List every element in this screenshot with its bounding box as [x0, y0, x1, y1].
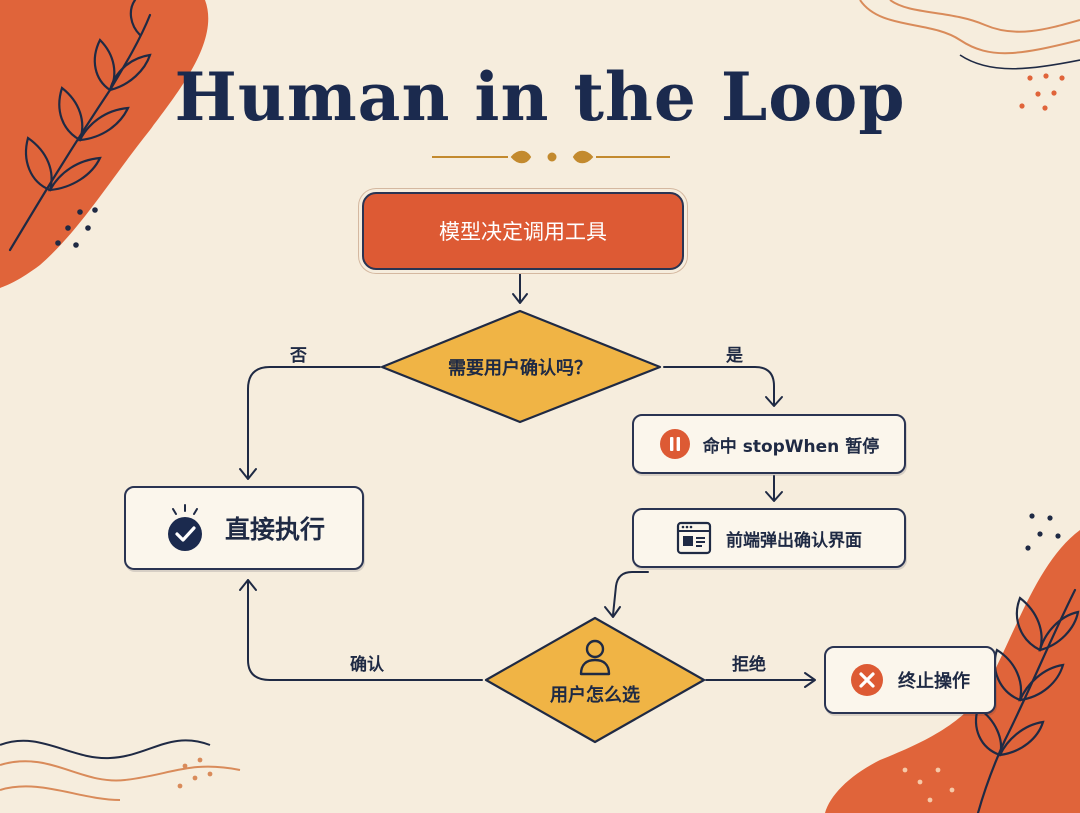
edge-ui-to-choice [612, 571, 649, 616]
edge-label-reject: 拒绝 [732, 655, 766, 675]
user-choice-label: 用户怎么选 [550, 685, 640, 706]
bottom-right-dots-light [902, 767, 955, 803]
start-node-label: 模型决定调用工具 [439, 220, 607, 244]
top-left-blob [0, 0, 209, 288]
abort-label: 终止操作 [898, 671, 970, 692]
edge-no [247, 366, 381, 479]
frontend-confirm-label: 前端弹出确认界面 [726, 530, 862, 551]
start-node: 模型决定调用工具 [362, 192, 684, 270]
pause-icon [659, 428, 691, 460]
bottom-right-dots [1025, 513, 1061, 551]
user-icon [577, 637, 613, 677]
edge-label-confirm: 确认 [350, 655, 384, 675]
window-icon [676, 521, 712, 555]
user-choice-icon-wrap [545, 635, 645, 679]
close-circle-icon [850, 663, 884, 697]
check-circle-icon [163, 503, 207, 553]
connectors [239, 271, 816, 688]
frontend-confirm-node: 前端弹出确认界面 [632, 508, 906, 568]
direct-execute-label: 直接执行 [224, 515, 325, 544]
edge-yes [663, 366, 775, 406]
page-title: Human in the Loop [174, 58, 906, 136]
stop-when-pause-label: 命中 stopWhen 暂停 [702, 436, 880, 457]
edge-label-yes: 是 [726, 346, 743, 366]
direct-execute-node: 直接执行 [124, 486, 364, 570]
edge-label-no: 否 [290, 346, 307, 366]
bottom-left-swirl [0, 739, 241, 801]
top-left-dots [55, 207, 98, 248]
stop-when-pause-node: 命中 stopWhen 暂停 [632, 414, 906, 474]
title-ornament [432, 150, 670, 164]
bottom-left-dots [177, 757, 213, 789]
abort-node: 终止操作 [824, 646, 996, 714]
decision-label: 需要用户确认吗？ [448, 358, 592, 379]
